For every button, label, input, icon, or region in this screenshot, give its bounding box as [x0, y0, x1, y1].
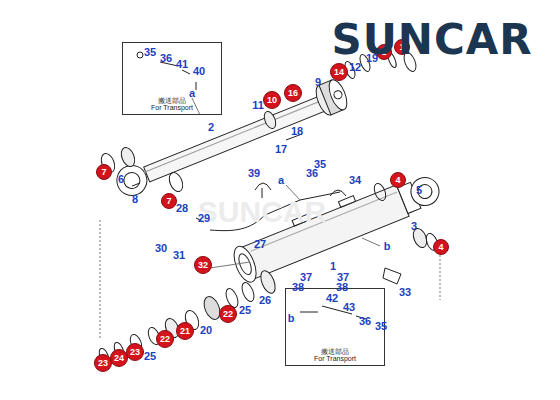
callout-number: 17	[275, 144, 287, 155]
red-callout-circle: 16	[284, 84, 302, 102]
callout-number: 38	[336, 282, 348, 293]
red-callout-circle: 21	[176, 322, 194, 340]
box-caption: 搬送部品	[321, 348, 349, 356]
callout-number: 35	[144, 47, 156, 58]
callout-number: 22	[223, 310, 233, 319]
callout-number: 28	[176, 203, 188, 214]
callout-number: 23	[98, 359, 108, 368]
callout-number: 6	[118, 174, 124, 185]
callout-number: 7	[101, 168, 106, 177]
callout-number: 14	[334, 68, 344, 77]
red-callout-circle: 24	[110, 349, 128, 367]
callout-number: 32	[198, 261, 208, 270]
callout-number: 4	[438, 243, 443, 252]
callout-number: 35	[375, 321, 387, 332]
box-caption: For Transport	[314, 355, 356, 363]
callout-number: 22	[160, 335, 170, 344]
callout-number: 4	[395, 176, 400, 185]
callout-number: 36	[160, 53, 172, 64]
callout-number: 18	[291, 126, 303, 137]
callout-number: 33	[399, 287, 411, 298]
red-callout-circle: 22	[219, 305, 237, 323]
callout-number: 30	[155, 243, 167, 254]
callout-number: 8	[132, 194, 138, 205]
callout-number: 36	[306, 168, 318, 179]
callout-number: 31	[173, 250, 185, 261]
callout-number: 25	[144, 351, 156, 362]
callout-number: 12	[349, 62, 361, 73]
callout-number: 7	[166, 197, 171, 206]
callout-number: 20	[200, 325, 212, 336]
red-callout-circle: 7	[96, 164, 112, 180]
callout-number: 5	[416, 185, 422, 196]
callout-number: 24	[114, 354, 124, 363]
callout-number: 27	[254, 239, 266, 250]
callout-number: 25	[239, 305, 251, 316]
callout-number: b	[384, 241, 391, 252]
box-caption: For Transport	[151, 104, 193, 112]
callout-number: 38	[292, 282, 304, 293]
red-callout-circle: 14	[330, 63, 348, 81]
callout-number: 2	[208, 122, 214, 133]
callout-number: 39	[248, 168, 260, 179]
red-callout-circle: 23	[126, 343, 144, 361]
callout-number: b	[288, 313, 295, 324]
brand-logo: SUNCAR	[331, 19, 532, 61]
callout-number: 36	[359, 316, 371, 327]
callout-number: a	[278, 175, 284, 186]
callout-number: 11	[252, 100, 264, 111]
callout-number: 19	[366, 53, 378, 64]
red-callout-circle: 23	[94, 354, 112, 372]
callout-number: 21	[180, 327, 190, 336]
callout-number: a	[189, 88, 195, 99]
callout-number: 16	[288, 89, 298, 98]
callout-number: 1	[330, 261, 336, 272]
callout-number: 41	[176, 59, 188, 70]
callout-number: 29	[198, 213, 210, 224]
callout-number: 26	[259, 295, 271, 306]
red-callout-circle: 4	[433, 239, 449, 255]
callout-number: 42	[326, 293, 338, 304]
red-callout-circle: 4	[390, 172, 406, 188]
box-caption: 搬送部品	[158, 97, 186, 105]
red-callout-circle: 22	[156, 330, 174, 348]
red-callout-circle: 7	[161, 193, 177, 209]
callout-number: 23	[130, 348, 140, 357]
callout-number: 3	[411, 221, 417, 232]
callout-number: 9	[315, 77, 321, 88]
callout-number: 34	[349, 175, 361, 186]
watermark: SUNCAR	[198, 197, 326, 227]
callout-number: 10	[267, 96, 277, 105]
red-callout-circle: 32	[194, 256, 212, 274]
red-callout-circle: 10	[263, 91, 281, 109]
callout-number: 40	[193, 66, 205, 77]
callout-number: 43	[343, 302, 355, 313]
